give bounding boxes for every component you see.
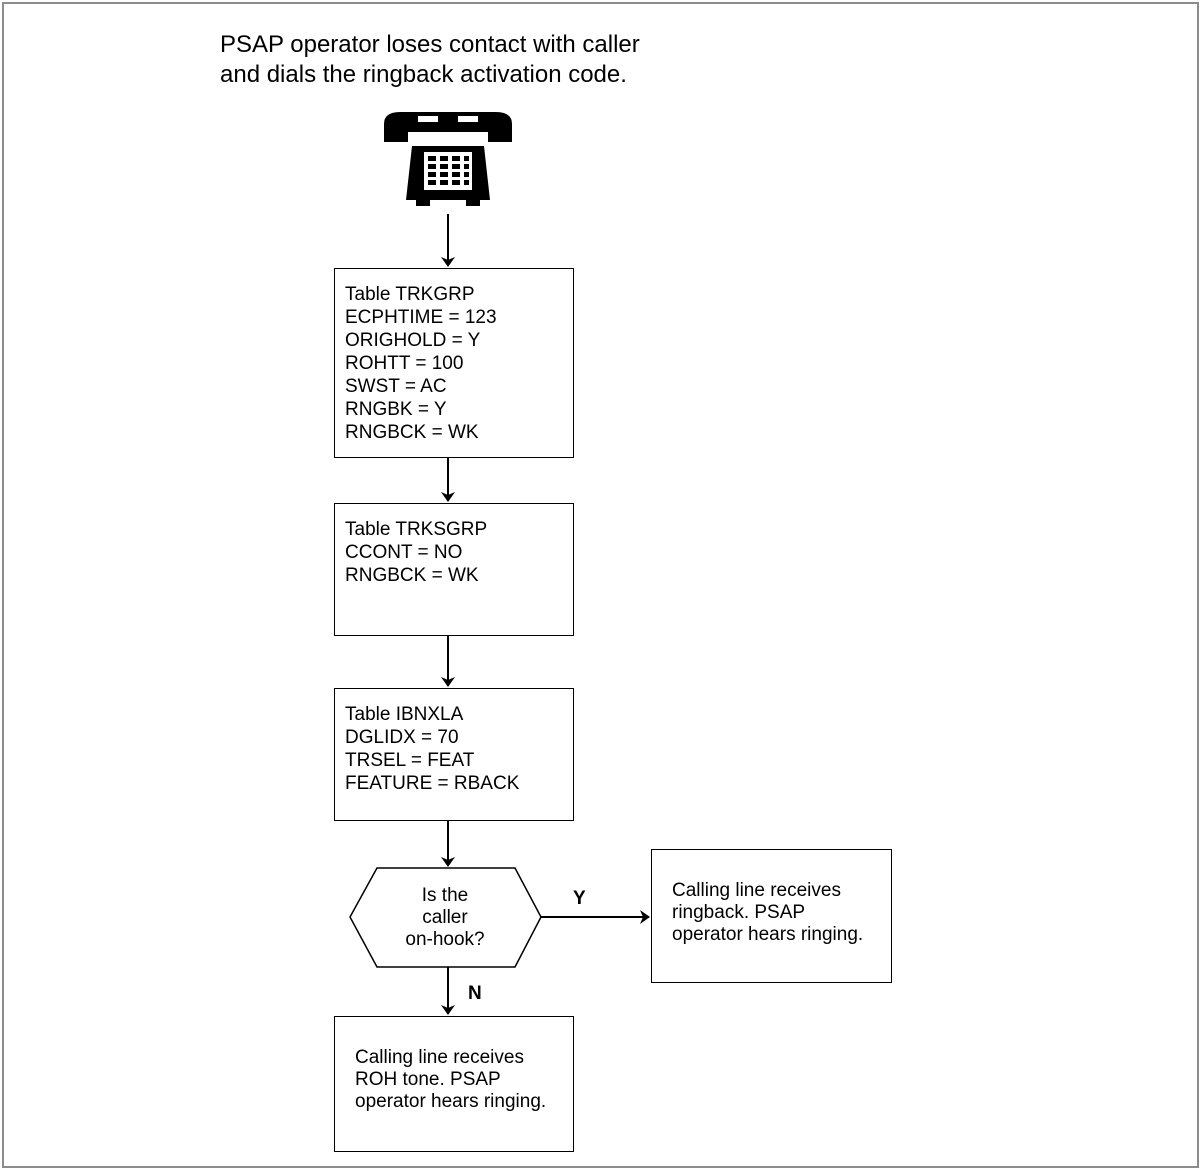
yes-result-line: operator hears ringing. — [672, 924, 864, 945]
trkgrp-line: RNGBCK = WK — [345, 422, 479, 443]
yes-branch-label: Y — [573, 888, 586, 909]
ibnxla-line: TRSEL = FEAT — [345, 750, 475, 771]
intro-line-2: and dials the ringback activation code. — [220, 61, 627, 88]
trksgrp-line: Table TRKSGRP — [345, 519, 488, 540]
decision-line: Is the — [421, 885, 469, 906]
table-trksgrp-box: Table TRKSGRP CCONT = NO RNGBCK = WK — [334, 503, 574, 636]
no-branch-label: N — [468, 983, 482, 1004]
trkgrp-line: Table TRKGRP — [345, 284, 475, 305]
trkgrp-line: ORIGHOLD = Y — [345, 330, 481, 351]
trkgrp-line: SWST = AC — [345, 376, 447, 397]
trkgrp-line: RNGBK = Y — [345, 399, 447, 420]
no-result-line: operator hears ringing. — [355, 1091, 547, 1112]
yes-result-box: Calling line receives ringback. PSAP ope… — [651, 849, 892, 983]
yes-result-line: ringback. PSAP — [672, 902, 806, 923]
intro-line-1: PSAP operator loses contact with caller — [220, 31, 640, 58]
table-trkgrp-box: Table TRKGRP ECPHTIME = 123 ORIGHOLD = Y… — [334, 268, 574, 458]
decision-line: on-hook? — [405, 929, 485, 950]
ibnxla-line: FEATURE = RBACK — [345, 773, 520, 794]
no-result-box: Calling line receives ROH tone. PSAP ope… — [334, 1016, 574, 1152]
ibnxla-line: DGLIDX = 70 — [345, 727, 459, 748]
yes-result-line: Calling line receives — [672, 880, 841, 901]
decision-question: Is the caller on-hook? — [350, 885, 540, 951]
no-result-line: ROH tone. PSAP — [355, 1069, 501, 1090]
table-ibnxla-box: Table IBNXLA DGLIDX = 70 TRSEL = FEAT FE… — [334, 688, 574, 821]
decision-line: caller — [422, 907, 468, 928]
ibnxla-line: Table IBNXLA — [345, 704, 464, 725]
trksgrp-line: RNGBCK = WK — [345, 565, 479, 586]
no-result-line: Calling line receives — [355, 1047, 524, 1068]
decision-shape — [349, 867, 542, 968]
trkgrp-line: ECPHTIME = 123 — [345, 307, 497, 328]
trkgrp-line: ROHTT = 100 — [345, 353, 464, 374]
telephone-icon — [384, 112, 512, 206]
intro-text: PSAP operator loses contact with caller … — [220, 30, 640, 90]
trksgrp-line: CCONT = NO — [345, 542, 463, 563]
